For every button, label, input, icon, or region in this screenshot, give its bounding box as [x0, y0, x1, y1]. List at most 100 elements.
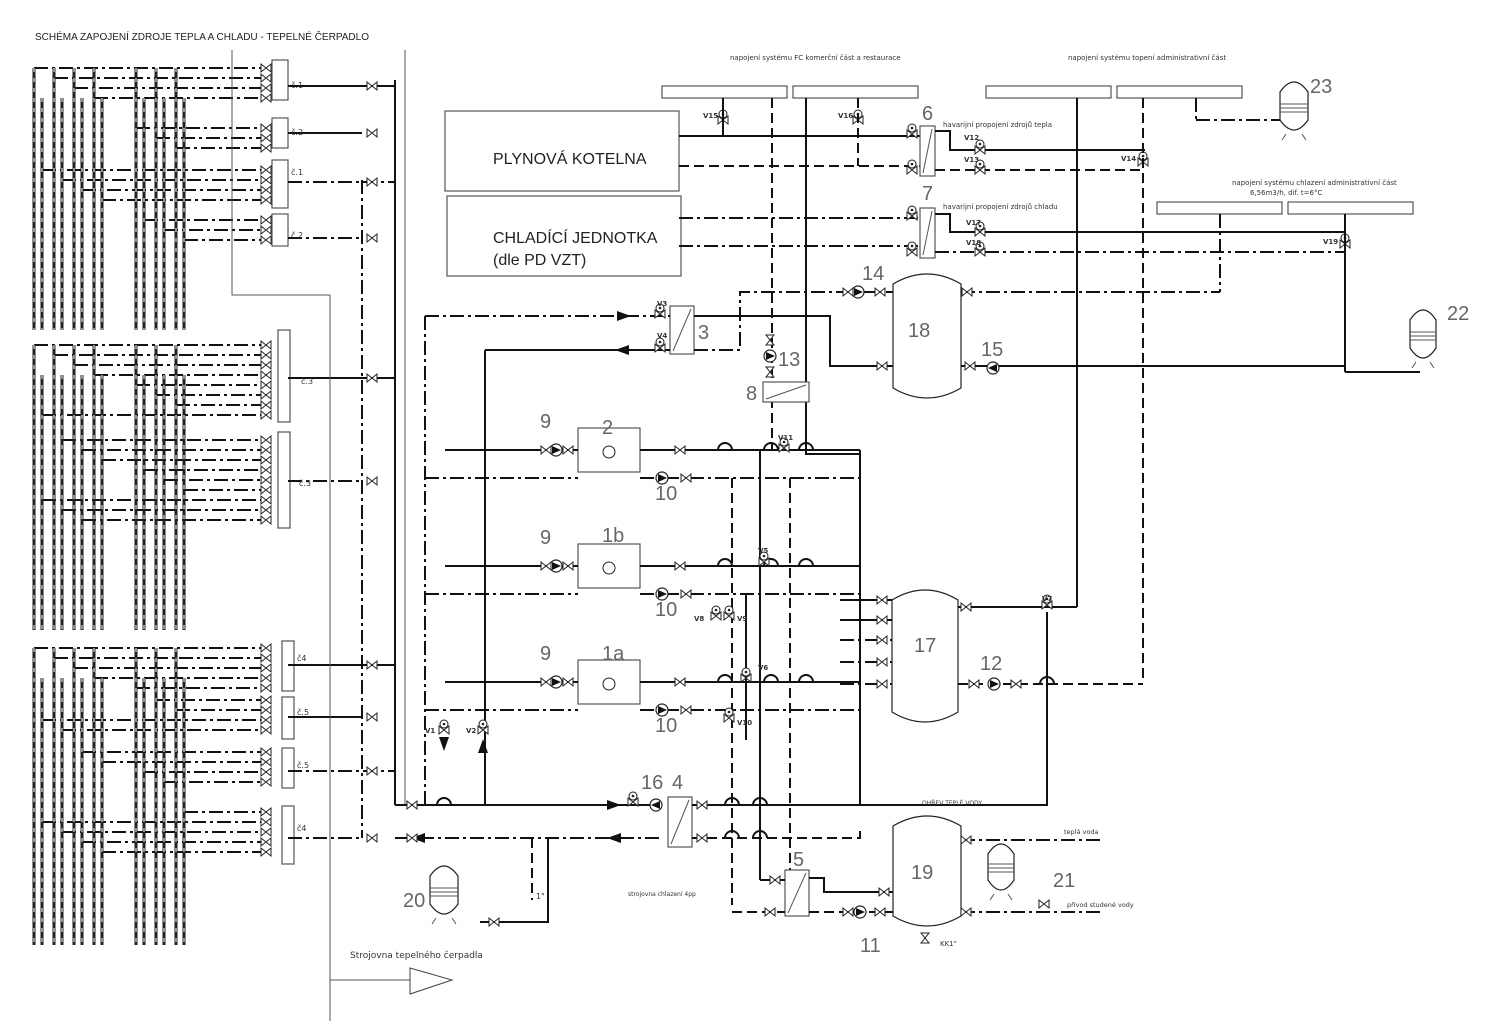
gate-valve-icon [260, 836, 272, 848]
pipe-crossover [724, 830, 740, 839]
chiller-label-1: CHLADÍCÍ JEDNOTKA [493, 228, 658, 247]
valve-v14-label: V14 [1121, 155, 1136, 163]
gate-valve-icon [260, 454, 272, 466]
control-valve-icon [658, 306, 662, 310]
component-10-label: 10 [655, 715, 677, 737]
gate-valve-icon [764, 334, 776, 346]
drain-label: KK1" [940, 940, 957, 948]
expansion-vessel-icon [1007, 893, 1013, 901]
manifold-label: č.2 [291, 127, 303, 137]
note-emergency-heat: havarijní propojení zdrojů tepla [943, 121, 1052, 129]
manifold-label: č.5 [297, 707, 309, 717]
header-heating-admin: napojení systému topení administrativní … [1068, 54, 1226, 62]
gate-valve-icon [680, 704, 692, 716]
component-15-label: 15 [981, 339, 1003, 361]
pump-icon [854, 288, 863, 296]
control-valve-icon [631, 794, 635, 798]
gate-valve-icon [968, 678, 980, 690]
gate-valve-icon [260, 642, 272, 654]
storage-tank-icon [892, 273, 962, 399]
compressor-icon [602, 445, 616, 459]
heat-exchanger-icon [765, 384, 807, 400]
gate-valve-icon [260, 399, 272, 411]
gate-valve-icon [876, 678, 888, 690]
component-21-label: 21 [1053, 870, 1075, 892]
header-cooling-admin: napojení systému chlazení administrativn… [1232, 179, 1397, 187]
pump-icon [658, 474, 667, 482]
gate-valve-icon [260, 724, 272, 736]
gate-valve-icon [964, 360, 976, 372]
flow-arrow-icon [615, 345, 629, 355]
gate-valve-icon [260, 369, 272, 381]
gate-valve-icon [906, 210, 918, 222]
manifold-label: č.1 [291, 167, 303, 177]
compressor-icon [602, 561, 616, 575]
header-cooling-flow: 6,56m3/h, dif. t=6°C [1250, 189, 1322, 197]
gate-valve-icon [260, 72, 272, 84]
storage-tank-icon [1279, 81, 1309, 131]
manifold-box [271, 59, 289, 101]
gate-valve-icon [919, 932, 931, 944]
flow-arrow-icon [607, 833, 621, 843]
distribution-header [1116, 85, 1243, 99]
gate-valve-icon [260, 694, 272, 706]
valve-v7-label: V7 [1042, 595, 1052, 603]
gate-valve-icon [876, 594, 888, 606]
gate-valve-icon [674, 560, 686, 572]
gate-valve-icon [260, 62, 272, 74]
room-boundary [231, 50, 330, 296]
gate-valve-icon [260, 816, 272, 828]
gate-valve-icon [876, 634, 888, 646]
pipe-crossover [752, 797, 768, 806]
control-valve-icon [762, 554, 766, 558]
gate-valve-icon [366, 176, 378, 188]
expansion-vessel-icon [451, 917, 457, 925]
gate-valve-icon [562, 560, 574, 572]
gate-valve-icon [540, 560, 552, 572]
gate-valve-icon [260, 409, 272, 421]
flow-arrow-icon [607, 800, 621, 810]
pump-icon [651, 801, 660, 809]
chiller-label-2: (dle PD VZT) [493, 252, 586, 269]
gate-valve-icon [878, 886, 890, 898]
gate-valve-icon [260, 652, 272, 664]
pipe-segment [694, 291, 893, 351]
control-valve-icon [978, 142, 982, 146]
gate-valve-icon [674, 444, 686, 456]
gate-valve-icon [540, 444, 552, 456]
storage-tank-icon [891, 589, 959, 723]
pipe-segment [692, 830, 861, 839]
flow-arrow-icon [617, 311, 631, 321]
gate-valve-icon [260, 806, 272, 818]
gate-valve-icon [366, 832, 378, 844]
component-8-label: 8 [746, 383, 757, 405]
storage-tank-icon [429, 865, 459, 915]
gate-valve-icon [260, 776, 272, 788]
manifold-box [271, 213, 289, 247]
gate-valve-icon [260, 766, 272, 778]
gate-valve-icon [260, 826, 272, 838]
gate-valve-icon [260, 704, 272, 716]
valve-v12-label: V12 [964, 134, 979, 142]
valve-v11-label: V11 [778, 434, 793, 442]
gate-valve-icon [260, 339, 272, 351]
gate-valve-icon [260, 184, 272, 196]
gate-valve-icon [260, 379, 272, 391]
gate-valve-icon [260, 494, 272, 506]
pipe-crossover [798, 674, 814, 683]
gate-valve-icon [260, 164, 272, 176]
pipe-crossover [763, 558, 779, 567]
valve-v4-label: V4 [657, 332, 667, 340]
gate-valve-icon [764, 906, 776, 918]
gate-valve-icon [260, 714, 272, 726]
gate-valve-icon [562, 444, 574, 456]
pipe-crossover [717, 674, 733, 683]
note-hot-water: teplá voda [1064, 828, 1098, 836]
gate-valve-icon [366, 765, 378, 777]
expansion-vessel-icon [431, 917, 437, 925]
gate-valve-icon [260, 504, 272, 516]
gate-valve-icon [260, 174, 272, 186]
distribution-header [792, 85, 919, 99]
gate-valve-icon [723, 610, 735, 622]
